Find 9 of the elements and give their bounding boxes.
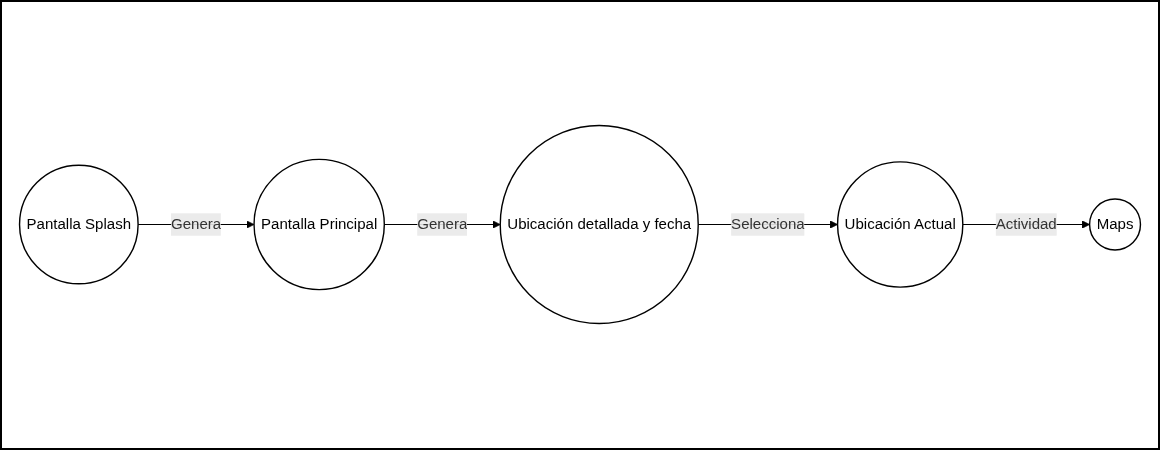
- node-circle: Maps: [1088, 198, 1142, 252]
- edge-label: Actividad: [995, 216, 1057, 233]
- node-circle: Pantalla Principal: [253, 159, 385, 291]
- edge-label: Genera: [171, 216, 222, 233]
- node-circle: Pantalla Splash: [18, 165, 139, 285]
- node-circle: Ubicación detallada y fecha: [499, 125, 699, 325]
- edge-label: Selecciona: [731, 216, 805, 233]
- edge-label: Genera: [417, 216, 468, 233]
- node-circle: Ubicación Actual: [836, 161, 964, 289]
